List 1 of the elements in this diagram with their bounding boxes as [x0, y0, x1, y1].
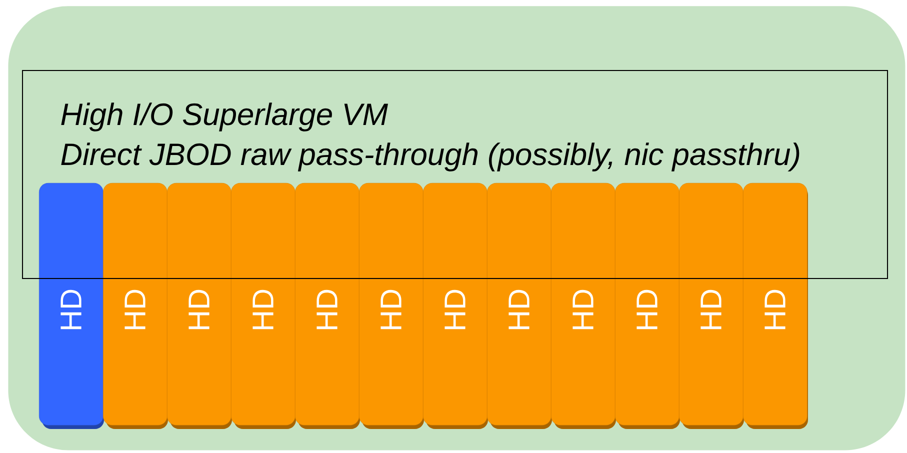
vm-box: High I/O Superlarge VM Direct JBOD raw pass-through (possibly, nic passthru) [22, 70, 888, 279]
